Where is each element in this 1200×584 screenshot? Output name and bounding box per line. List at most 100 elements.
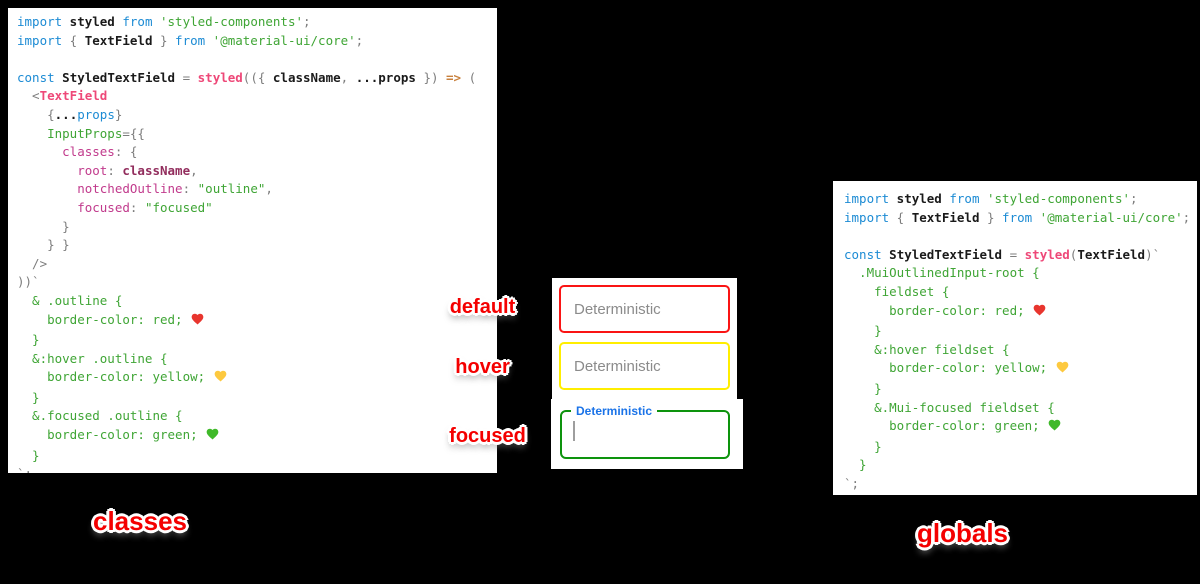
code-line: border-color: green; <box>17 426 497 447</box>
code-token: ))` <box>17 274 40 290</box>
code-line: } <box>17 389 497 408</box>
code-line: border-color: red; <box>844 302 1197 323</box>
code-token: ; <box>303 14 311 29</box>
code-token: : <box>182 181 198 197</box>
code-token: from <box>122 14 153 29</box>
code-token: border-color: red; <box>844 302 1033 318</box>
code-token: } <box>844 457 867 473</box>
code-line: const StyledTextField = styled(({ classN… <box>17 69 497 88</box>
code-token: StyledTextField <box>881 246 1010 262</box>
code-token: 'styled-components' <box>152 14 303 29</box>
code-token: "outline" <box>197 181 266 197</box>
yellow-heart-icon <box>213 369 228 389</box>
code-token: { <box>17 106 55 122</box>
textfield-default[interactable] <box>559 285 730 333</box>
text-cursor <box>573 421 575 441</box>
code-line: & .outline { <box>17 292 497 311</box>
code-token: ; <box>1130 191 1138 206</box>
code-token: } <box>979 209 1003 225</box>
globals-caption: globals <box>916 518 1008 548</box>
code-line: `; <box>844 475 1197 494</box>
code-token: '@material-ui/core' <box>1032 209 1183 225</box>
code-token: { <box>62 32 85 48</box>
code-token: = <box>182 69 198 85</box>
code-token: &.Mui-focused fieldset { <box>844 399 1055 415</box>
code-token: 'styled-components' <box>979 191 1130 206</box>
code-token: } <box>17 218 70 234</box>
code-token: TextField <box>1077 246 1146 262</box>
code-token: import <box>844 191 890 206</box>
code-line: <TextField <box>17 87 497 106</box>
code-token: `; <box>17 466 32 473</box>
code-token: from <box>1002 209 1033 225</box>
classes-caption: classes <box>93 506 187 536</box>
textfield-focused-label: Deterministic <box>571 403 658 419</box>
code-token: } <box>114 106 123 122</box>
focused-state-label: focused <box>449 425 526 447</box>
code-token: focused <box>17 199 130 215</box>
code-token: ( <box>1069 246 1078 262</box>
textfield-focused[interactable]: Deterministic <box>560 403 730 459</box>
textfield-demo-panel-top <box>552 278 737 399</box>
code-line: .MuiOutlinedInput-root { <box>844 264 1197 283</box>
code-token: border-color: green; <box>17 427 206 443</box>
code-line: focused: "focused" <box>17 199 497 218</box>
code-token: fieldset { <box>844 283 950 299</box>
code-token: & .outline { <box>17 292 123 308</box>
code-line: notchedOutline: "outline", <box>17 180 497 199</box>
textfield-default-input[interactable] <box>561 287 728 331</box>
red-heart-icon <box>1032 303 1047 323</box>
code-token: } <box>17 389 40 405</box>
green-heart-icon <box>1047 418 1062 438</box>
code-line: &.Mui-focused fieldset { <box>844 399 1197 418</box>
code-token: styled <box>889 191 950 206</box>
code-line: &:hover fieldset { <box>844 341 1197 360</box>
code-line: } } <box>17 236 497 255</box>
code-line: root: className, <box>17 162 497 181</box>
code-line <box>17 50 497 69</box>
code-token: `; <box>844 475 860 491</box>
code-token: '@material-ui/core' <box>205 32 356 48</box>
code-token: InputProps <box>17 125 123 141</box>
code-token: border-color: red; <box>17 311 191 327</box>
code-token: (({ <box>242 69 273 85</box>
code-token: import <box>17 32 63 48</box>
code-token: => <box>446 69 462 85</box>
code-line: /> <box>17 255 497 274</box>
code-line: } <box>844 438 1197 457</box>
code-token: className <box>272 69 341 85</box>
red-heart-icon <box>190 312 205 332</box>
textfield-hover-input[interactable] <box>561 344 728 388</box>
textfield-hover[interactable] <box>559 342 730 390</box>
code-token: TextField <box>911 209 980 225</box>
code-token: &.focused .outline { <box>17 408 183 424</box>
code-token: ; <box>1182 209 1191 225</box>
green-heart-icon <box>205 427 220 447</box>
code-line: &:hover .outline { <box>17 350 497 369</box>
code-token: { <box>889 209 912 225</box>
code-token: border-color: yellow; <box>17 369 213 385</box>
code-line: `; <box>17 465 497 473</box>
code-token: const <box>17 69 55 85</box>
code-token: < <box>17 88 40 104</box>
code-token: border-color: yellow; <box>844 360 1055 376</box>
code-token: .MuiOutlinedInput-root { <box>844 265 1040 281</box>
code-token: ( <box>461 69 477 85</box>
code-line: border-color: yellow; <box>17 368 497 389</box>
code-token: from <box>949 191 980 206</box>
default-state-label: default <box>449 296 516 318</box>
globals-code-panel: import styled from 'styled-components';i… <box>833 181 1197 495</box>
code-token: } <box>152 32 176 48</box>
code-token: styled <box>1024 246 1070 262</box>
code-token: } <box>844 438 882 454</box>
code-line: InputProps={{ <box>17 125 497 144</box>
code-token: } } <box>17 237 70 253</box>
code-token: notchedOutline <box>17 181 183 197</box>
code-line: } <box>17 331 497 350</box>
code-token: &:hover fieldset { <box>844 341 1010 357</box>
code-line: border-color: yellow; <box>844 359 1197 380</box>
textfield-demo-panel-bottom: Deterministic <box>551 399 743 469</box>
code-token: } <box>844 380 882 396</box>
code-line: border-color: red; <box>17 311 497 332</box>
code-token: border-color: green; <box>844 418 1048 434</box>
